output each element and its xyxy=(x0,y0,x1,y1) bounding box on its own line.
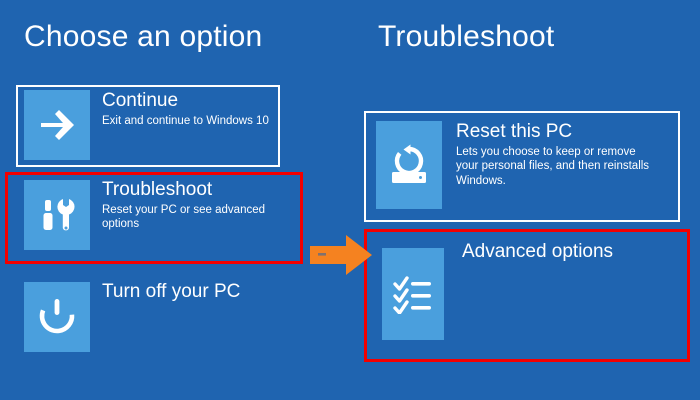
option-troubleshoot[interactable]: Troubleshoot Reset your PC or see advanc… xyxy=(16,178,296,258)
right-arrow-icon xyxy=(24,90,90,160)
power-icon xyxy=(24,282,90,352)
option-turn-off-your-pc[interactable]: Turn off your PC xyxy=(16,272,286,354)
option-turn-off-title: Turn off your PC xyxy=(102,281,241,302)
option-reset-this-pc-title: Reset this PC xyxy=(456,121,573,142)
option-troubleshoot-title: Troubleshoot xyxy=(102,179,213,200)
troubleshoot-tile xyxy=(24,180,90,250)
reset-this-pc-tile xyxy=(376,121,442,209)
option-continue-description: Exit and continue to Windows 10 xyxy=(102,114,269,127)
option-troubleshoot-description: Reset your PC or see advanced options xyxy=(102,203,266,231)
advanced-options-labels: Advanced options xyxy=(462,242,613,262)
option-advanced-options-title: Advanced options xyxy=(462,241,614,262)
reset-this-pc-labels: Reset this PC Lets you choose to keep or… xyxy=(456,122,661,188)
page-title-troubleshoot: Troubleshoot xyxy=(378,20,555,53)
right-flow-arrow-icon xyxy=(310,234,372,276)
troubleshoot-panel: Troubleshoot Reset this PC Lets yo xyxy=(350,0,700,400)
turn-off-tile xyxy=(24,282,90,352)
option-continue[interactable]: Continue Exit and continue to Windows 10 xyxy=(16,85,280,167)
continue-tile xyxy=(24,90,90,160)
option-advanced-options[interactable]: Advanced options xyxy=(372,240,682,350)
reset-pc-icon xyxy=(376,121,442,209)
choose-an-option-panel: Choose an option Continue Exit and conti… xyxy=(5,20,303,354)
page-title-choose-an-option: Choose an option xyxy=(24,20,263,53)
screwdriver-wrench-icon xyxy=(24,180,90,250)
troubleshoot-labels: Troubleshoot Reset your PC or see advanc… xyxy=(102,180,296,232)
checklist-icon xyxy=(382,248,444,340)
option-reset-this-pc[interactable]: Reset this PC Lets you choose to keep or… xyxy=(364,111,680,222)
advanced-options-tile xyxy=(382,248,444,340)
turn-off-labels: Turn off your PC xyxy=(102,282,240,302)
continue-labels: Continue Exit and continue to Windows 10 xyxy=(102,91,269,128)
option-continue-title: Continue xyxy=(102,90,179,111)
option-reset-this-pc-description: Lets you choose to keep or remove your p… xyxy=(456,145,650,187)
